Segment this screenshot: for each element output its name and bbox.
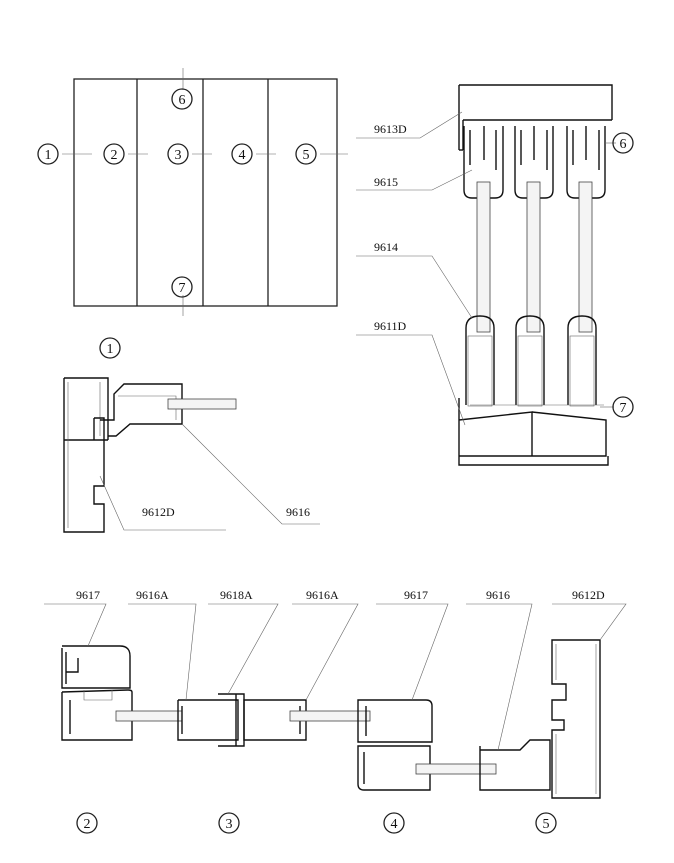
svg-text:4: 4 — [239, 148, 246, 163]
glass-a — [115, 710, 183, 722]
svg-text:2: 2 — [111, 148, 118, 163]
sill-profile — [458, 398, 609, 466]
elev-marker-2: 2 — [103, 143, 125, 165]
glass-pane-3 — [578, 181, 593, 333]
sash-9616 — [100, 383, 183, 437]
caption-3: 3 — [218, 812, 240, 834]
svg-text:2: 2 — [84, 817, 91, 832]
svg-text:3: 3 — [175, 148, 182, 163]
label-9617-a: 9617 — [76, 588, 100, 602]
svg-text:1: 1 — [107, 342, 114, 357]
svg-text:5: 5 — [543, 817, 550, 832]
top-sash-profiles — [463, 126, 606, 199]
section-marker-6: 6 — [612, 132, 634, 154]
head-profile — [458, 84, 613, 150]
label-9616: 9616 — [286, 505, 310, 519]
svg-text:6: 6 — [179, 93, 186, 108]
caption-2: 2 — [76, 812, 98, 834]
label-9615: 9615 — [374, 175, 398, 189]
caption-5: 5 — [535, 812, 557, 834]
window-elevation: 1 2 3 4 5 6 7 1 — [37, 68, 348, 359]
glass-b — [289, 710, 371, 722]
vertical-section: 9613D 9615 9614 9611D 6 7 — [356, 84, 634, 466]
elev-marker-6: 6 — [171, 88, 193, 110]
glass-pane-1 — [476, 181, 491, 333]
label-9611D: 9611D — [374, 319, 407, 333]
detail-1: 9612D 9616 — [63, 377, 320, 533]
outer-frame-9612D — [63, 377, 109, 533]
svg-text:3: 3 — [226, 817, 233, 832]
label-9617-b: 9617 — [404, 588, 428, 602]
elev-marker-3: 3 — [167, 143, 189, 165]
elev-marker-1: 1 — [37, 143, 59, 165]
svg-text:1: 1 — [45, 148, 52, 163]
label-9614: 9614 — [374, 240, 398, 254]
label-9616A-a: 9616A — [136, 588, 169, 602]
elev-marker-5: 5 — [295, 143, 317, 165]
label-9616: 9616 — [486, 588, 510, 602]
svg-text:4: 4 — [391, 817, 398, 832]
section-marker-7: 7 — [612, 396, 634, 418]
label-9616A-b: 9616A — [306, 588, 339, 602]
svg-text:6: 6 — [620, 137, 627, 152]
elev-caption: 1 — [99, 337, 121, 359]
svg-text:7: 7 — [620, 401, 627, 416]
elev-marker-4: 4 — [231, 143, 253, 165]
label-9612D-b: 9612D — [572, 588, 605, 602]
profile-9616A-a — [177, 699, 239, 741]
svg-text:5: 5 — [303, 148, 310, 163]
profile-9617-right — [357, 699, 433, 743]
label-9618A: 9618A — [220, 588, 253, 602]
profile-9616 — [479, 739, 551, 791]
elevation-frame — [73, 78, 338, 307]
detail-glass — [167, 398, 237, 410]
profile-9612D — [551, 639, 601, 799]
label-9613D: 9613D — [374, 122, 407, 136]
bottom-sash-profiles — [465, 315, 597, 407]
elev-marker-7: 7 — [171, 276, 193, 298]
profile-9618A — [218, 693, 245, 747]
caption-4: 4 — [383, 812, 405, 834]
glass-pane-2 — [526, 181, 541, 333]
profile-9617-left — [61, 645, 131, 689]
svg-text:7: 7 — [179, 281, 186, 296]
label-9612D: 9612D — [142, 505, 175, 519]
horizontal-sections: 9617 9616A 9618A 9616A 9617 9616 9612D 2… — [44, 588, 627, 834]
glass-c — [415, 763, 497, 775]
